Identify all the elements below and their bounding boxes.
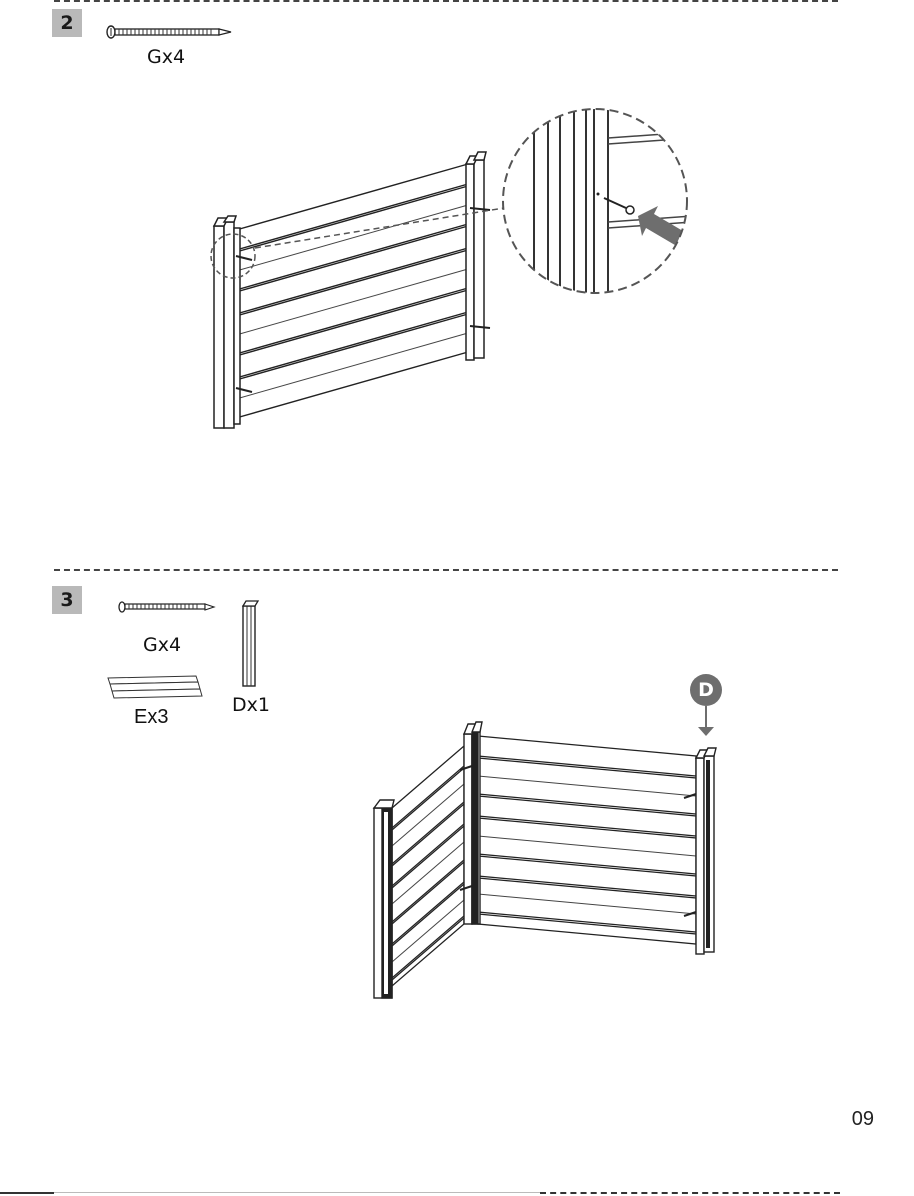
screw-icon	[116, 600, 216, 614]
step-3-corner-fence-illustration	[360, 716, 726, 1006]
step-3-screw-label: Gx4	[143, 634, 181, 656]
callout-d-label: D	[694, 676, 718, 704]
bottom-rule-left	[0, 1192, 54, 1194]
boards-icon	[104, 674, 204, 702]
page-number: 09	[852, 1108, 874, 1131]
step-2-badge: 2	[52, 9, 82, 37]
step-2-screw-label: Gx4	[147, 46, 185, 68]
screw-icon	[104, 24, 234, 40]
bottom-rule-right	[540, 1192, 840, 1194]
step-3-boards-label: Ex3	[134, 706, 168, 729]
post-icon	[238, 600, 260, 688]
step-3-divider	[54, 569, 838, 571]
step-3-post-label: Dx1	[232, 694, 270, 716]
step-2-divider	[54, 0, 838, 2]
screw-detail-zoom	[498, 104, 692, 298]
step-3-badge: 3	[52, 586, 82, 614]
bottom-rule-mid	[54, 1192, 540, 1193]
step-2-fence-panel-illustration	[200, 150, 500, 440]
